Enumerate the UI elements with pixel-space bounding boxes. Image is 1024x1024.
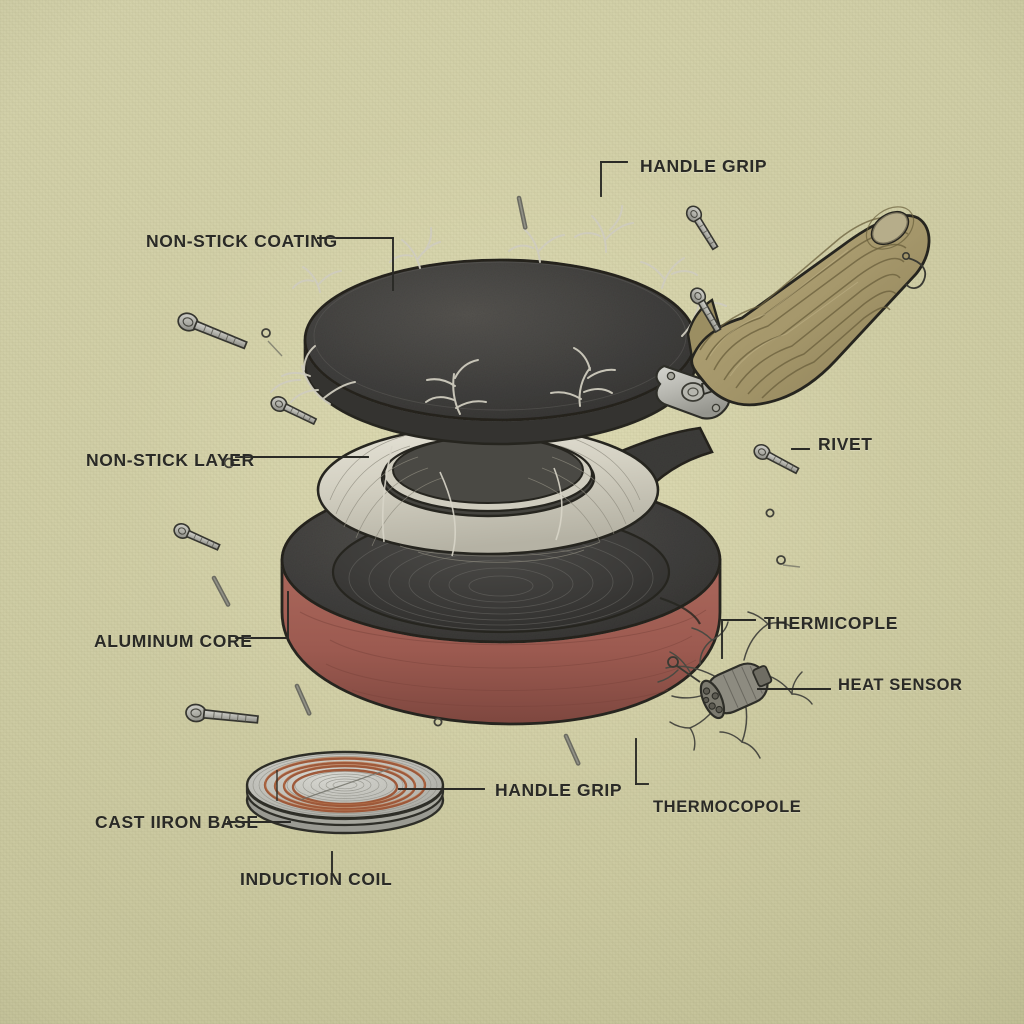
label-thermocopole: THERMOCOPOLE xyxy=(653,798,802,816)
label-non-stick-coating: NON-STICK COATING xyxy=(146,231,338,251)
scattered-fasteners xyxy=(171,198,802,763)
label-non-stick-layer: NON-STICK LAYER xyxy=(86,450,255,470)
label-handle-grip-base: HANDLE GRIP xyxy=(495,780,623,800)
label-induction-coil: INDUCTION COIL xyxy=(240,869,393,889)
non-stick-layer-ring xyxy=(316,424,660,563)
label-cast-iron-base: CAST IIRON BASE xyxy=(95,812,259,832)
label-aluminum-core: ALUMINUM CORE xyxy=(94,631,253,651)
induction-disc-assembly xyxy=(245,750,445,835)
label-handle-grip-top: HANDLE GRIP xyxy=(640,156,768,176)
label-thermicople: THERMICOPLE xyxy=(764,613,898,633)
rivet-dots xyxy=(223,328,786,727)
non-stick-coating-disc xyxy=(270,205,727,446)
label-heat-sensor: HEAT SENSOR xyxy=(838,676,963,694)
leader-lines xyxy=(227,161,831,873)
wooden-handle xyxy=(686,206,931,407)
ferrule-bracket xyxy=(655,364,743,420)
thermocouple-sensor xyxy=(657,611,813,759)
label-rivet: RIVET xyxy=(818,434,873,454)
